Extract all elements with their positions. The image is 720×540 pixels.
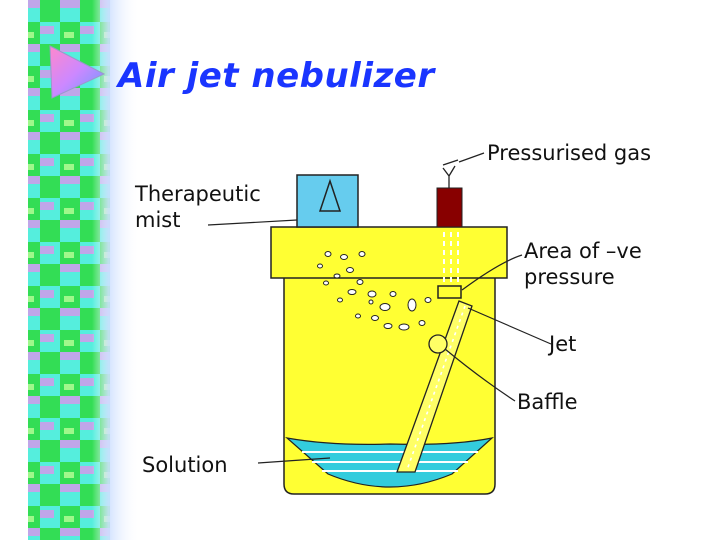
solution-lines xyxy=(302,451,478,472)
label-therapeutic-line1: Therapeutic xyxy=(135,182,261,206)
label-solution: Solution xyxy=(142,453,228,477)
jet-tube xyxy=(396,300,473,473)
pointer-triangle-icon xyxy=(49,45,106,99)
slide-title: Air jet nebulizer xyxy=(118,56,435,96)
mist-outlet xyxy=(296,174,359,228)
decorative-glow xyxy=(92,0,140,540)
label-negative-pressure: Area of –ve pressure xyxy=(524,238,642,290)
label-jet: Jet xyxy=(549,332,577,356)
mist-droplets xyxy=(317,251,432,331)
label-pressurised-gas: Pressurised gas xyxy=(487,141,652,165)
gas-nozzle-icon xyxy=(442,159,459,188)
mist-arrow-icon xyxy=(318,178,342,212)
baffle xyxy=(428,334,448,354)
nebulizer-lid xyxy=(270,226,508,279)
label-therapeutic-line2: mist xyxy=(135,208,181,232)
negative-pressure-area xyxy=(437,285,462,299)
nebulizer-body xyxy=(283,276,496,495)
label-therapeutic-mist: Therapeutic mist xyxy=(135,181,261,233)
jet-tube-center xyxy=(406,305,466,471)
label-negative-pressure-line1: Area of –ve xyxy=(524,239,642,263)
nebulizer-diagram xyxy=(207,152,552,495)
label-negative-pressure-line2: pressure xyxy=(524,265,615,289)
leader-lines xyxy=(207,152,552,464)
label-baffle: Baffle xyxy=(517,390,578,414)
gas-inlet xyxy=(436,187,463,228)
